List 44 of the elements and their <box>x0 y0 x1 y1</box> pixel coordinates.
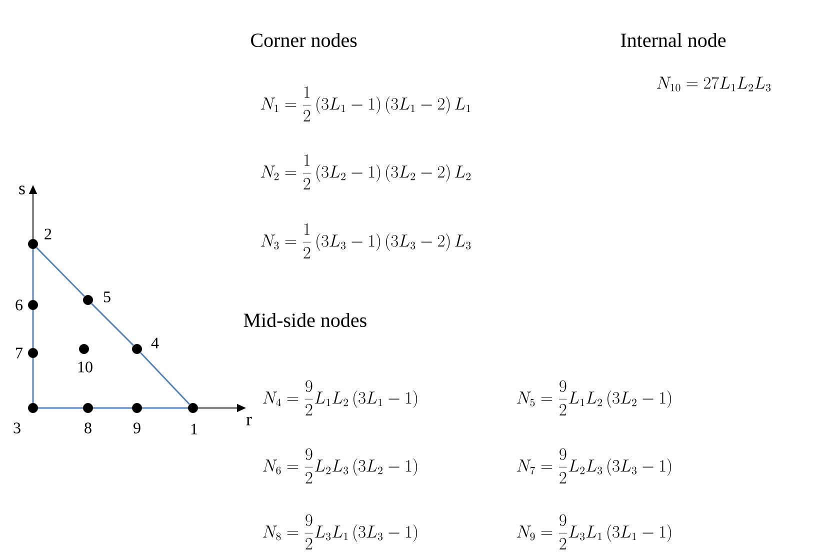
node-number: 3 <box>14 422 20 434</box>
axis-label: r <box>246 416 252 426</box>
formula: $N_1=\frac{1}{2}\left(3L_1-1\right)\left(3L_1-2\right)L_1$ <box>261 86 470 122</box>
node-dot <box>83 403 93 413</box>
axis-label: s <box>19 186 25 194</box>
section-heading: Internal node <box>620 32 726 48</box>
node-number: 8 <box>84 422 92 434</box>
section-heading: Corner nodes <box>251 32 357 48</box>
triangle-side <box>38 407 83 409</box>
node-dot <box>188 403 198 413</box>
node-number: 4 <box>151 338 159 348</box>
node-dot <box>28 239 38 249</box>
section-heading: Mid-side nodes <box>244 312 366 328</box>
formula: $N_4=\frac{9}{2}L_1L_2\left(3L_1-1\right)$ <box>263 380 418 416</box>
formula: $N_5=\frac{9}{2}L_1L_2\left(3L_2-1\right)$ <box>517 380 672 416</box>
node-number: 5 <box>104 292 110 302</box>
node-number: 9 <box>134 422 140 434</box>
triangle-side <box>32 358 34 403</box>
node-dot <box>28 403 38 413</box>
node-dot <box>83 295 93 305</box>
formula: $N_{10}=27L_1L_2L_3$ <box>657 76 771 92</box>
triangle-side <box>91 303 134 346</box>
node-number: 1 <box>191 424 198 434</box>
node-dot <box>28 348 38 358</box>
triangle-side <box>93 407 132 409</box>
node-dot <box>79 344 89 354</box>
triangle-side <box>140 352 190 405</box>
formula: $N_3=\frac{1}{2}\left(3L_3-1\right)\left(3L_3-2\right)L_3$ <box>261 223 471 258</box>
node-dot <box>28 300 38 310</box>
node-number: 2 <box>44 228 52 240</box>
node-number: 10 <box>78 362 92 372</box>
triangle-side <box>142 407 188 409</box>
node-dot <box>132 403 142 413</box>
formula: $N_9=\frac{9}{2}L_3L_1\left(3L_1-1\right)$ <box>517 514 672 550</box>
node-number: 6 <box>16 300 23 310</box>
triangle-side <box>32 310 34 348</box>
triangle-side <box>32 249 34 300</box>
triangle-side <box>36 247 85 297</box>
formula: $N_7=\frac{9}{2}L_2L_3\left(3L_3-1\right)$ <box>517 448 672 484</box>
formula: $N_6=\frac{9}{2}L_2L_3\left(3L_2-1\right)$ <box>263 448 418 484</box>
formula: $N_2=\frac{1}{2}\left(3L_2-1\right)\left(3L_2-2\right)L_2$ <box>261 154 471 190</box>
node-dot <box>132 344 142 354</box>
formula: $N_8=\frac{9}{2}L_3L_1\left(3L_3-1\right)$ <box>263 514 418 550</box>
node-number: 7 <box>16 348 23 358</box>
